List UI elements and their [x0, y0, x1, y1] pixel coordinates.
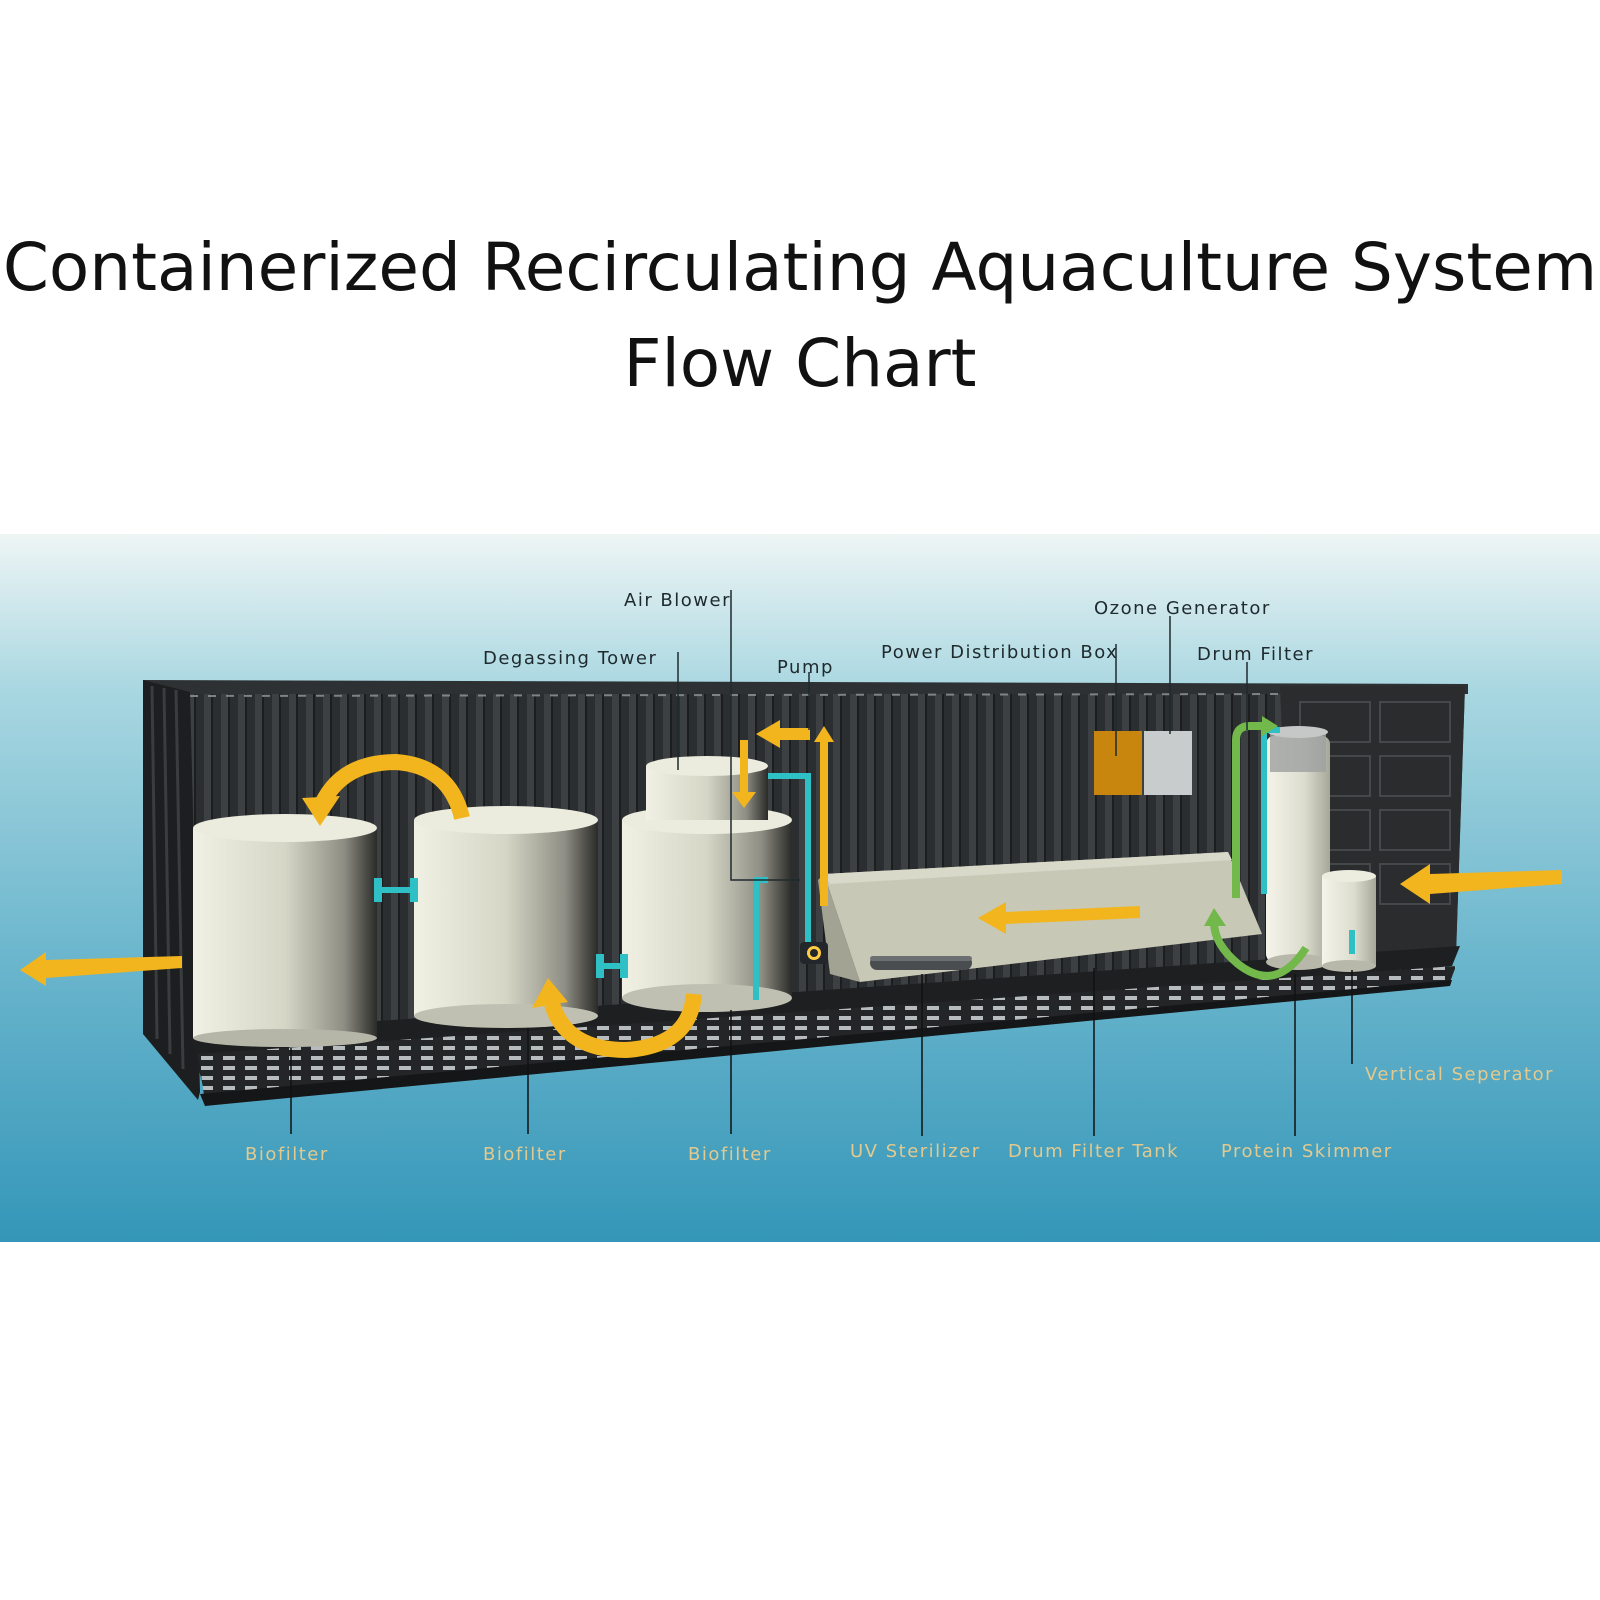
foam-return-arrows	[1204, 716, 1310, 980]
label-drum-filter-tank: Drum Filter Tank	[1008, 1141, 1179, 1162]
biofilter-tank-1	[193, 814, 377, 1047]
uv-sterilizer	[870, 956, 972, 970]
vertical-separator	[1322, 870, 1376, 972]
flow-arrows	[20, 720, 1562, 986]
illustration-svg: Air Blower Degassing Tower Pump Power Di…	[0, 534, 1600, 1242]
degassing-tower	[646, 756, 768, 820]
label-pump: Pump	[777, 657, 834, 678]
label-biofilter-2: Biofilter	[483, 1144, 567, 1165]
label-biofilter-1: Biofilter	[245, 1144, 329, 1165]
label-vertical-seperator: Vertical Seperator	[1365, 1064, 1554, 1085]
ozone-generator-box	[1144, 731, 1192, 795]
title-line-2: Flow Chart	[623, 325, 977, 402]
pipe-flanges	[374, 878, 628, 978]
biofilter-tank-2	[414, 806, 598, 1028]
label-ozone-generator: Ozone Generator	[1094, 598, 1271, 619]
page-title: Containerized Recirculating Aquaculture …	[0, 220, 1600, 412]
container-top-rail	[143, 680, 1468, 694]
label-drum-filter: Drum Filter	[1197, 644, 1314, 665]
system-illustration: Air Blower Degassing Tower Pump Power Di…	[0, 534, 1600, 1242]
protein-skimmer	[1266, 726, 1330, 970]
power-distribution-box	[1094, 731, 1142, 795]
label-air-blower: Air Blower	[624, 590, 731, 611]
top-rail-rivets	[189, 693, 1291, 697]
label-power-distribution-box: Power Distribution Box	[881, 642, 1118, 663]
bottom-leader-lines	[290, 968, 1353, 1136]
title-line-1: Containerized Recirculating Aquaculture …	[2, 229, 1598, 306]
biofilter-tank-3	[622, 806, 792, 1012]
label-protein-skimmer: Protein Skimmer	[1221, 1141, 1393, 1162]
left-wall-ribs	[150, 685, 185, 1070]
leader-lines	[677, 590, 1248, 881]
label-uv-sterilizer: UV Sterilizer	[850, 1141, 981, 1162]
label-biofilter-3: Biofilter	[688, 1144, 772, 1165]
pump	[800, 942, 828, 964]
label-degassing-tower: Degassing Tower	[483, 648, 657, 669]
transfer-arrowheads	[302, 796, 568, 1008]
transfer-arrows	[314, 753, 702, 1059]
